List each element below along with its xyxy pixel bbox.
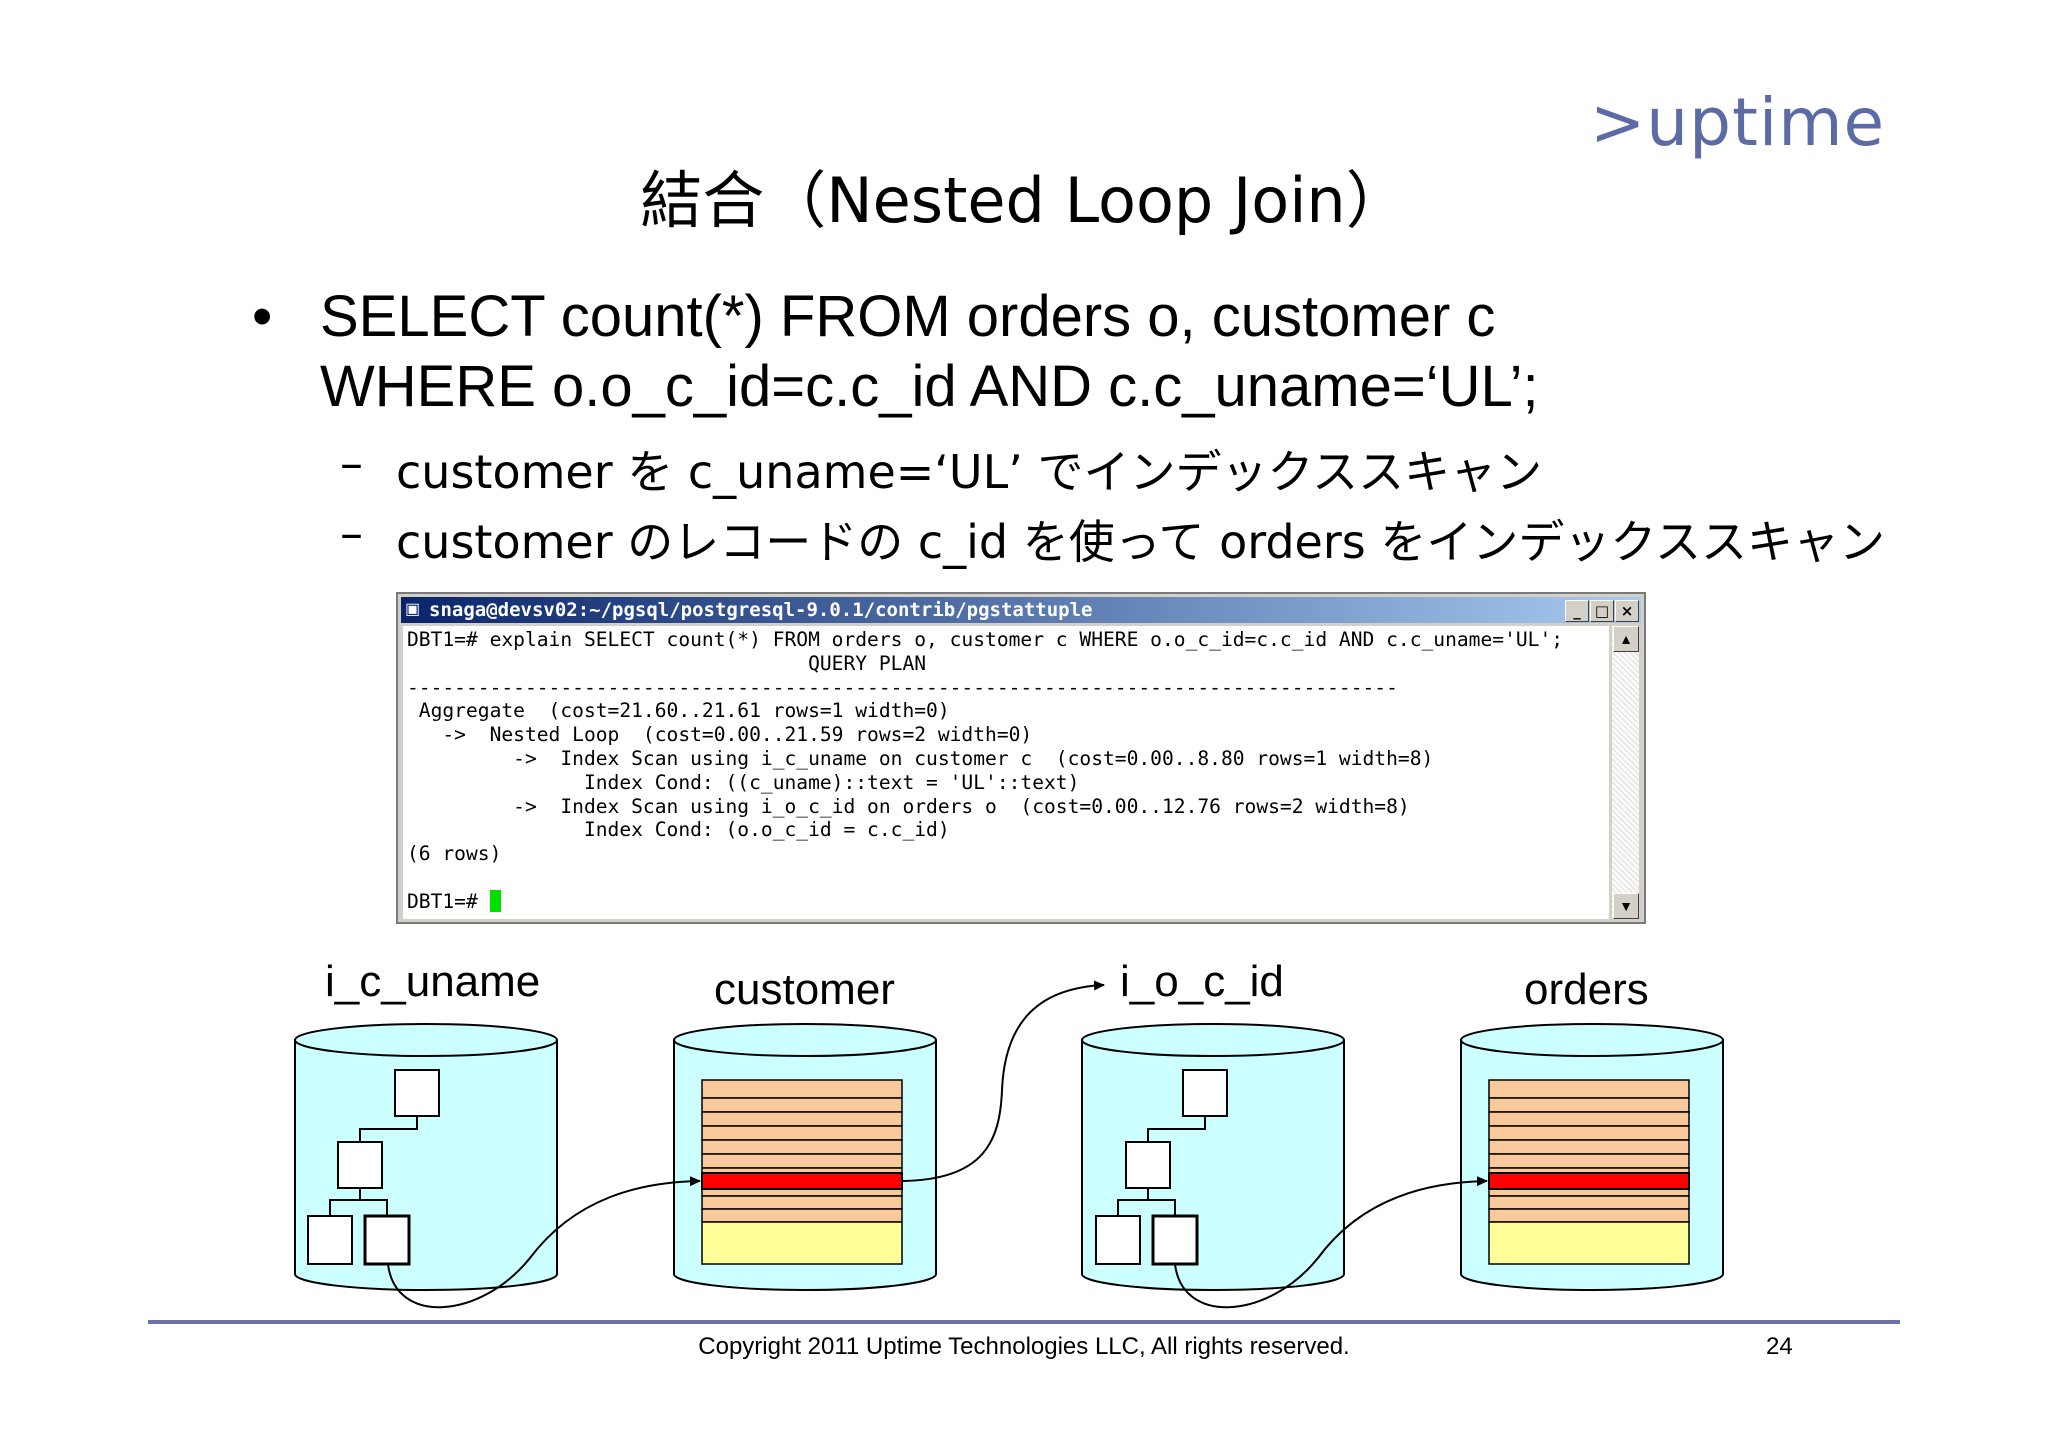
terminal-line: Index Cond: ((c_uname)::text = 'UL'::tex… (407, 770, 1080, 794)
sub-bullet-dash: – (340, 436, 363, 490)
scroll-down-arrow-icon[interactable]: ▼ (1613, 893, 1639, 919)
label-i-c-uname: i_c_uname (325, 957, 541, 1006)
footer-divider (148, 1320, 1900, 1324)
arrow-customer-to-i-o-c-id (901, 980, 1105, 1182)
sub-bullet-text: customer を c_uname=‘UL’ でインデックススキャン (396, 445, 1543, 499)
terminal-line: Index Cond: (o.o_c_id = c.c_id) (407, 818, 950, 842)
terminal-line: DBT1=# explain SELECT count(*) FROM orde… (407, 628, 1564, 651)
terminal-cursor (489, 889, 501, 912)
terminal-title: snaga@devsv02:~/pgsql/postgresql-9.0.1/c… (429, 599, 1093, 621)
index-cylinder-i-o-c-id (1081, 1023, 1345, 1291)
uptime-logo: >uptime (1590, 84, 1886, 161)
scroll-up-arrow-icon[interactable]: ▲ (1613, 626, 1639, 652)
terminal-line: ----------------------------------------… (407, 675, 1398, 699)
btree-icon (307, 1069, 440, 1266)
label-customer: customer (714, 965, 895, 1014)
terminal-line: -> Nested Loop (cost=0.00..21.59 rows=2 … (407, 723, 1033, 747)
index-cylinder-i-c-uname (294, 1023, 558, 1291)
terminal-line: Aggregate (cost=21.60..21.61 rows=1 widt… (407, 699, 950, 723)
table-rows (701, 1079, 903, 1265)
label-i-o-c-id: i_o_c_id (1120, 957, 1284, 1006)
btree-icon (1095, 1069, 1228, 1266)
terminal-prompt: DBT1=# (407, 889, 490, 913)
terminal-titlebar[interactable]: ▣ snaga@devsv02:~/pgsql/postgresql-9.0.1… (401, 597, 1641, 623)
slide-title: 結合（Nested Loop Join） (640, 164, 1408, 237)
table-rows (1488, 1079, 1690, 1265)
copyright: Copyright 2011 Uptime Technologies LLC, … (698, 1333, 1350, 1360)
close-button[interactable]: × (1615, 600, 1639, 622)
page-number: 24 (1766, 1333, 1793, 1360)
bullet-marker: • (252, 284, 273, 349)
minimize-button[interactable]: _ (1565, 600, 1589, 622)
terminal-scrollbar[interactable]: ▲ ▼ (1612, 626, 1639, 919)
putty-icon: ▣ (405, 601, 421, 618)
terminal-window: ▣ snaga@devsv02:~/pgsql/postgresql-9.0.1… (396, 592, 1646, 924)
bullet-line-2: WHERE o.o_c_id=c.c_id AND c.c_uname=‘UL’… (320, 354, 1539, 419)
maximize-button[interactable]: □ (1590, 600, 1614, 622)
label-orders: orders (1524, 965, 1649, 1014)
table-cylinder-orders (1460, 1023, 1724, 1291)
terminal-line: -> Index Scan using i_c_uname on custome… (407, 746, 1434, 770)
terminal-line: (6 rows) (407, 842, 502, 866)
arrow-index-to-orders (1174, 1176, 1488, 1309)
terminal-output: DBT1=# explain SELECT count(*) FROM orde… (403, 626, 1609, 914)
terminal-screen[interactable]: DBT1=# explain SELECT count(*) FROM orde… (403, 626, 1609, 919)
terminal-line: -> Index Scan using i_o_c_id on orders o… (407, 794, 1410, 818)
arrow-index-to-customer (387, 1176, 701, 1309)
bullet-line-1: SELECT count(*) FROM orders o, customer … (320, 284, 1496, 349)
sub-bullet-dash: – (340, 506, 363, 560)
sub-bullet-text: customer のレコードの c_id を使って orders をインデックス… (396, 515, 1885, 569)
terminal-line: QUERY PLAN (407, 651, 927, 675)
table-cylinder-customer (673, 1023, 937, 1291)
